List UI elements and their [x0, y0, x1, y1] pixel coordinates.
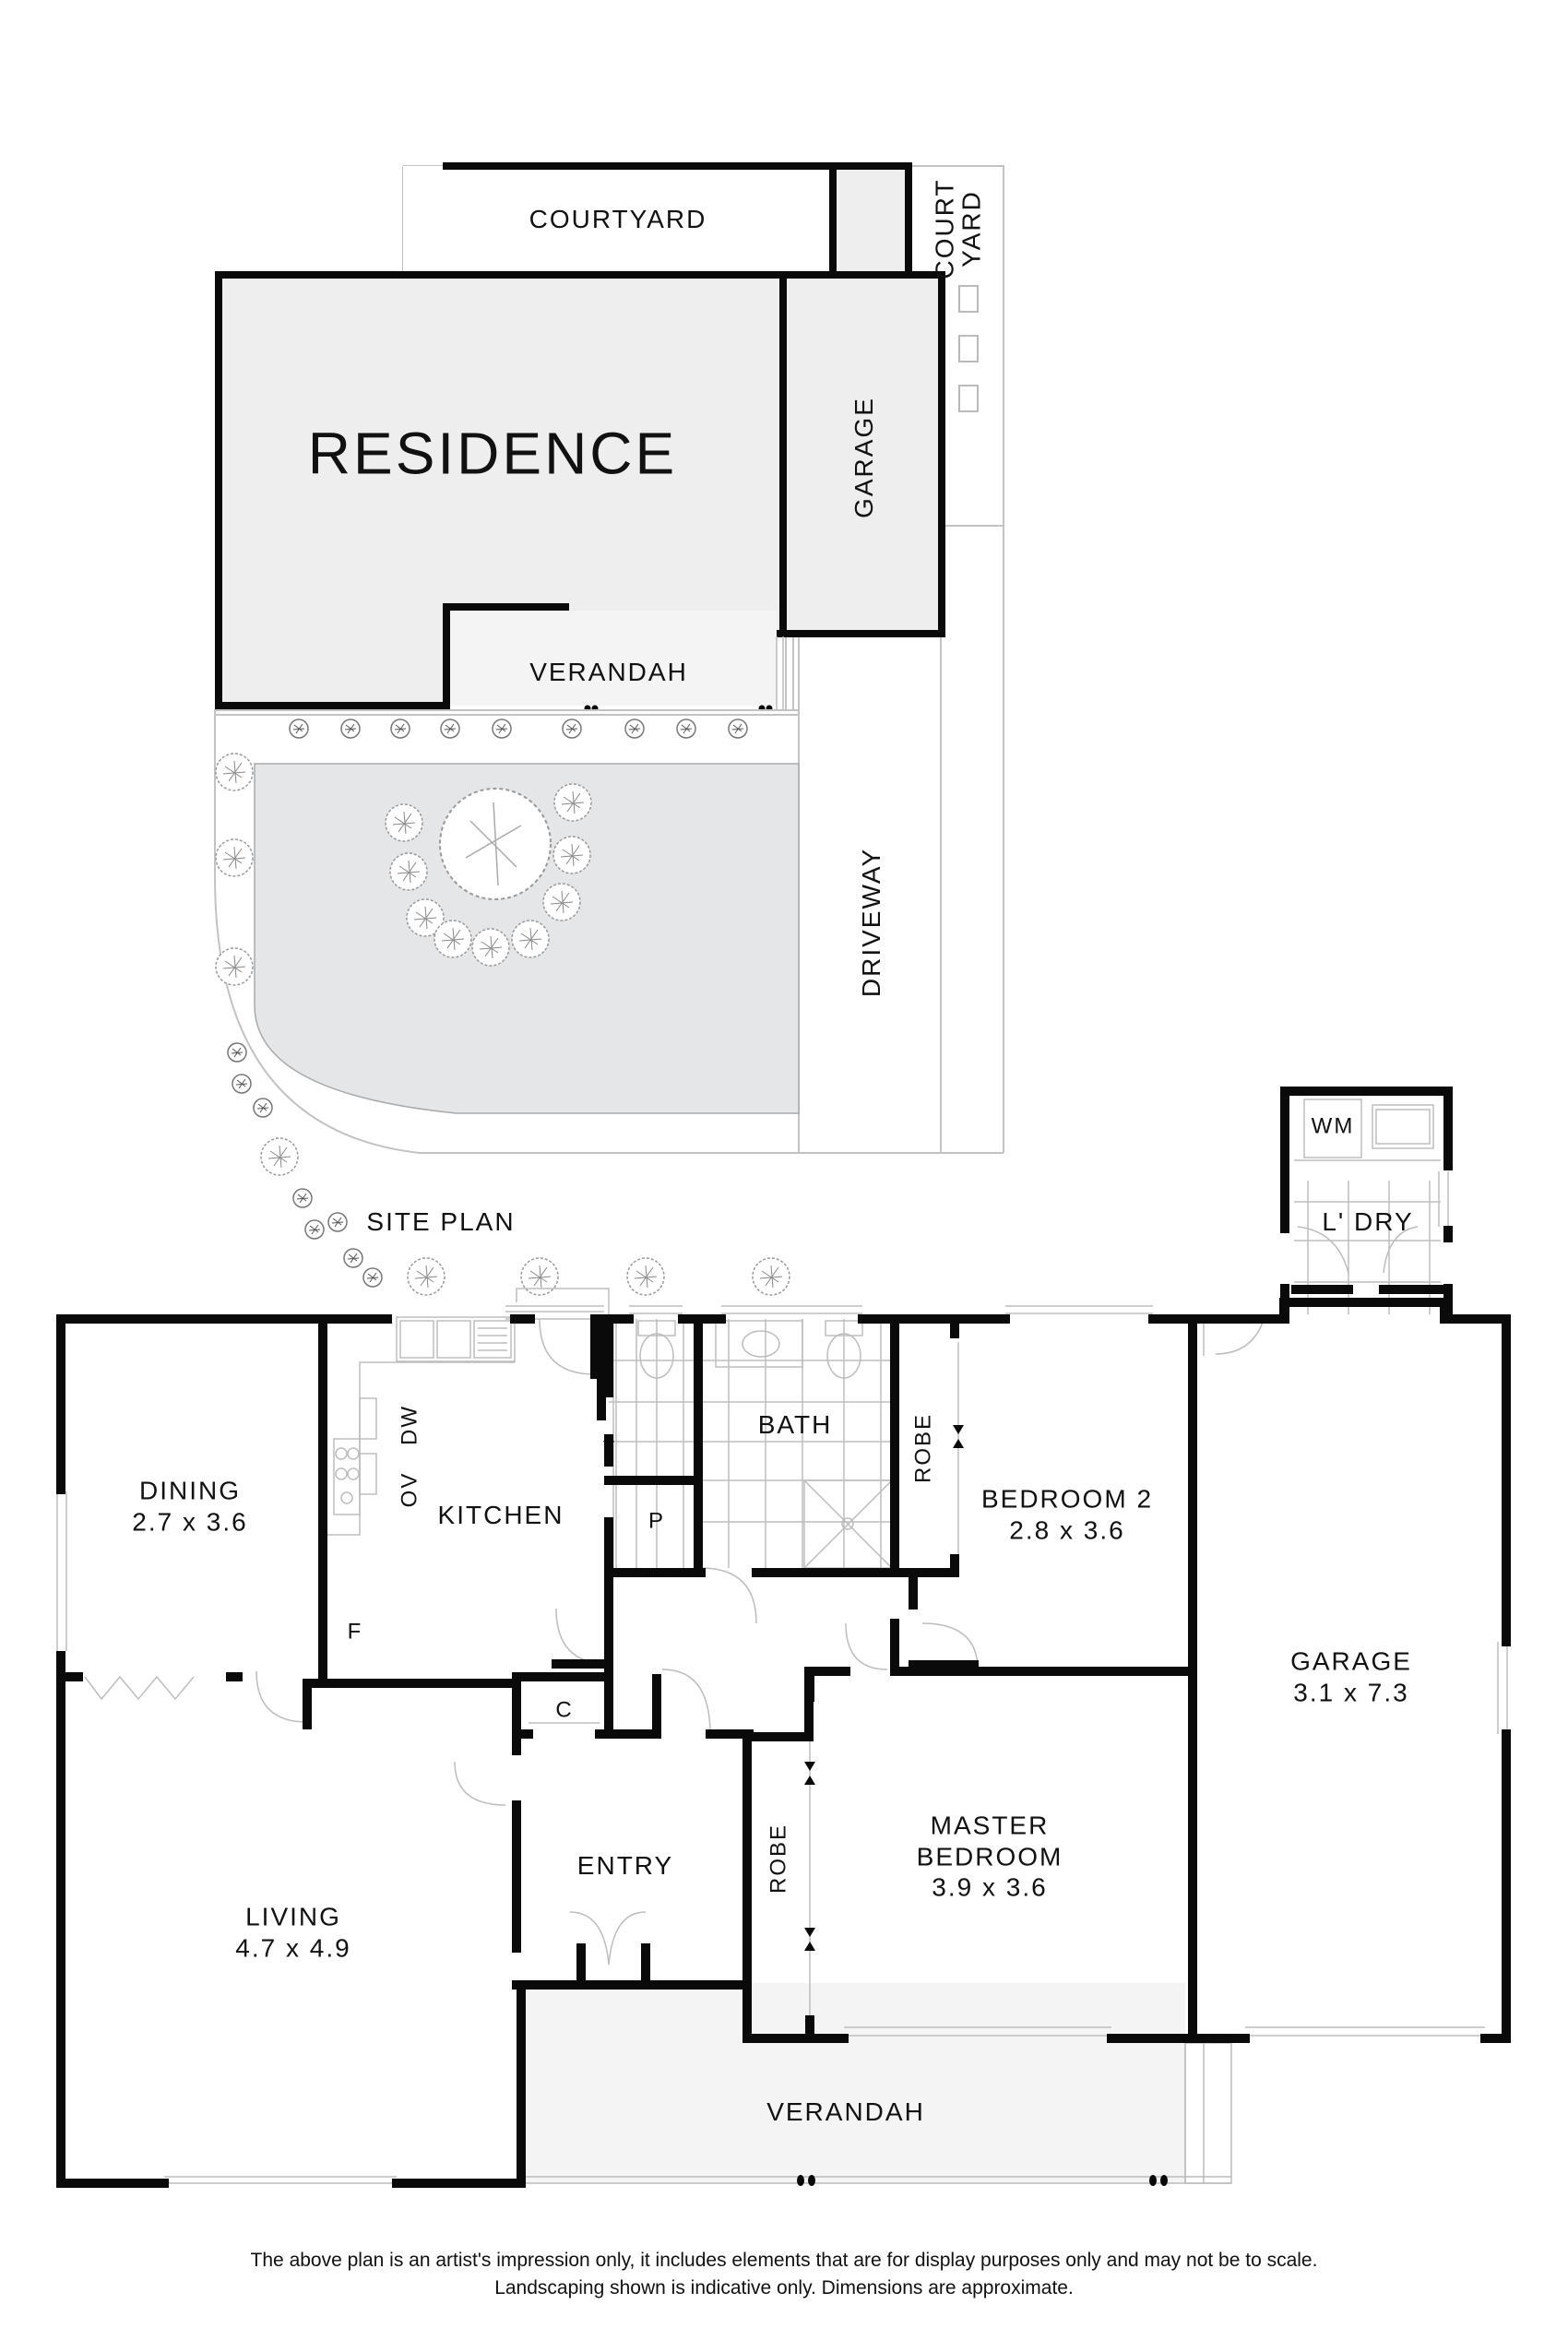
room-kitchen: KITCHEN — [437, 1501, 564, 1530]
site-court-yard-side-label: COURT YARD — [930, 178, 986, 279]
room-entry: ENTRY — [576, 1851, 674, 1881]
site-courtyard-label: COURTYARD — [529, 205, 707, 234]
court-word: COURT — [930, 178, 959, 279]
bedroom2-name: BEDROOM 2 — [980, 1484, 1154, 1514]
site-courtyard — [403, 166, 833, 273]
oven-label: OV — [397, 1471, 422, 1508]
living-size: 4.7 x 4.9 — [235, 1933, 351, 1962]
room-living: LIVING 4.7 x 4.9 — [235, 1901, 350, 1963]
site-garage-label: GARAGE — [849, 397, 879, 518]
site-driveway-label: DRIVEWAY — [857, 847, 886, 998]
room-garage: GARAGE 3.1 x 7.3 — [1290, 1645, 1412, 1707]
site-garage — [779, 271, 945, 637]
dining-name: DINING — [139, 1476, 241, 1505]
washing-machine-label: WM — [1311, 1113, 1355, 1139]
site-verandah-label: VERANDAH — [529, 658, 688, 687]
room-verandah: VERANDAH — [766, 2097, 925, 2127]
room-master-bedroom: MASTER BEDROOM 3.9 x 3.6 — [917, 1811, 1063, 1904]
room-laundry: L' DRY — [1322, 1207, 1414, 1237]
master-name-line2: BEDROOM — [916, 1842, 1063, 1871]
master-name-line1: MASTER — [930, 1811, 1050, 1840]
pantry-label: P — [647, 1508, 666, 1534]
dining-size: 2.7 x 3.6 — [132, 1507, 248, 1536]
site-plan-title: SITE PLAN — [366, 1207, 516, 1237]
site-residence-label: RESIDENCE — [307, 420, 678, 487]
disclaimer-line1: The above plan is an artist's impression… — [250, 2250, 1318, 2271]
room-bath: BATH — [757, 1410, 833, 1440]
garage-name: GARAGE — [1290, 1646, 1412, 1676]
master-size: 3.9 x 3.6 — [932, 1872, 1048, 1902]
master-robe-label: ROBE — [766, 1823, 791, 1895]
disclaimer: The above plan is an artist's impression… — [0, 2247, 1568, 2302]
bedroom2-robe-label: ROBE — [910, 1412, 936, 1484]
room-bedroom2: BEDROOM 2 2.8 x 3.6 — [981, 1483, 1153, 1545]
bedroom2-size: 2.8 x 3.6 — [1009, 1515, 1125, 1544]
dishwasher-label: DW — [397, 1405, 422, 1445]
living-name: LIVING — [245, 1902, 341, 1931]
yard-word: YARD — [957, 190, 986, 267]
verandah-floor — [525, 1983, 1185, 2183]
site-verandah — [450, 611, 777, 706]
coat-closet-label: C — [555, 1697, 574, 1723]
fridge-label: F — [347, 1619, 363, 1645]
garage-size: 3.1 x 7.3 — [1293, 1678, 1409, 1706]
room-dining: DINING 2.7 x 3.6 — [132, 1475, 247, 1537]
disclaimer-line2: Landscaping shown is indicative only. Di… — [494, 2277, 1074, 2299]
